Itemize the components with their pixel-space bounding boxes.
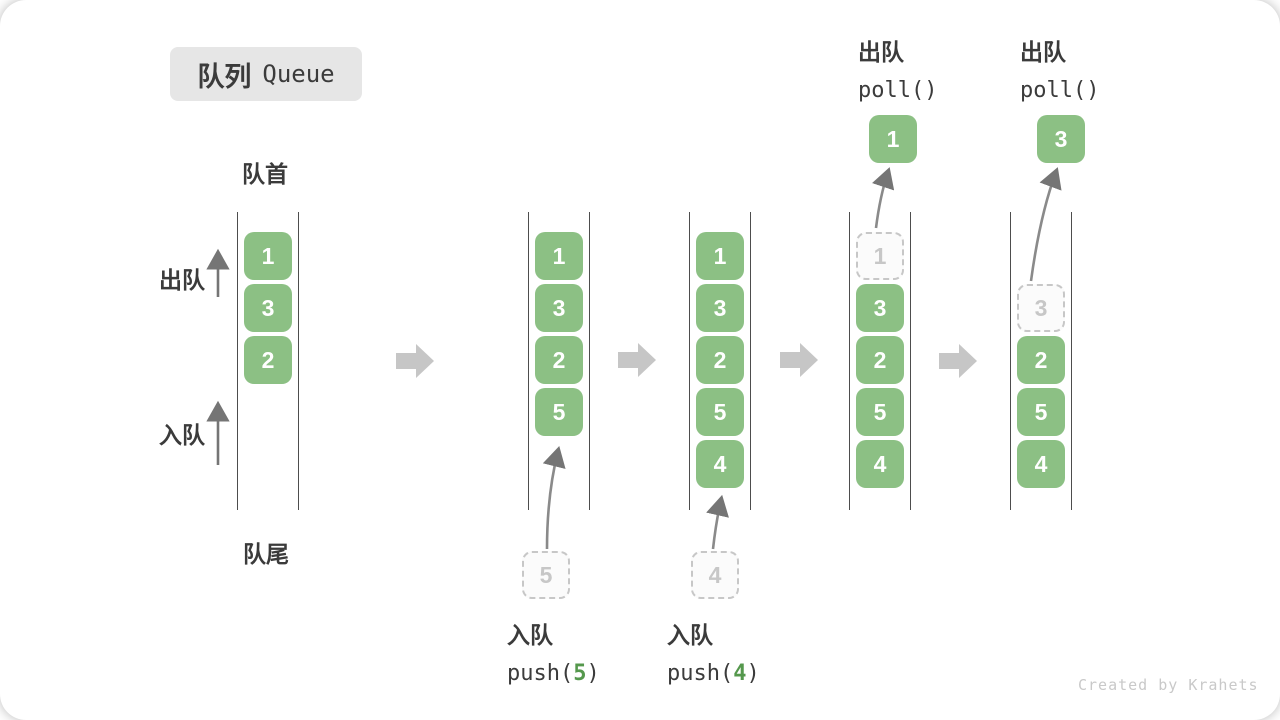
label-queue-rear: 队尾 (243, 541, 289, 567)
removed-cell-ghost: 3 (1017, 284, 1065, 332)
op-code-label: push(5) (507, 661, 600, 686)
queue-column-5: 3 2 5 4 (1010, 212, 1072, 510)
code-close: ) (746, 661, 760, 686)
dequeue-operation-label: 出队 poll() (858, 33, 937, 103)
dequeued-result-cell: 1 (869, 115, 917, 163)
queue-cell: 2 (535, 336, 583, 384)
pending-enqueue-cell: 5 (522, 551, 570, 599)
queue-cell: 4 (696, 440, 744, 488)
queue-cell: 2 (244, 336, 292, 384)
queue-cell: 4 (1017, 440, 1065, 488)
title-en: Queue (262, 60, 335, 88)
code-arg: 4 (733, 661, 747, 686)
op-action-label: 入队 (507, 622, 553, 648)
flow-arrow-icon (618, 343, 656, 377)
queue-cell: 5 (535, 388, 583, 436)
dequeue-operation-label: 出队 poll() (1020, 33, 1099, 103)
code-fn: push( (507, 661, 574, 686)
queue-cell: 2 (856, 336, 904, 384)
queue-cell: 2 (696, 336, 744, 384)
queue-column-3: 1 3 2 5 4 (689, 212, 751, 510)
flow-arrow-icon (780, 343, 818, 377)
queue-cell: 4 (856, 440, 904, 488)
queue-column-1: 1 3 2 (237, 212, 299, 510)
flow-arrow-icon (939, 344, 977, 378)
enqueue-operation-label: 入队 push(5) (507, 616, 600, 686)
queue-cell: 3 (696, 284, 744, 332)
queue-cell: 2 (1017, 336, 1065, 384)
label-side-dequeue: 出队 (159, 267, 205, 293)
title-zh: 队列 (197, 61, 252, 92)
op-action-label: 出队 (858, 39, 904, 65)
queue-cell: 1 (244, 232, 292, 280)
op-action-label: 出队 (1020, 39, 1066, 65)
title-badge: 队列 Queue (170, 47, 362, 101)
code-arg: 5 (573, 661, 587, 686)
credit-text: Created by Krahets (1078, 676, 1259, 694)
queue-cell: 3 (244, 284, 292, 332)
queue-cell: 5 (1017, 388, 1065, 436)
op-action-label: 入队 (667, 622, 713, 648)
enqueue-operation-label: 入队 push(4) (667, 616, 760, 686)
queue-cell: 5 (696, 388, 744, 436)
queue-cell: 3 (856, 284, 904, 332)
flow-arrow-icon (396, 344, 434, 378)
queue-cell: 1 (535, 232, 583, 280)
queue-cell: 1 (696, 232, 744, 280)
op-code-label: poll() (1020, 78, 1100, 103)
op-code-label: poll() (858, 78, 938, 103)
pending-enqueue-cell: 4 (691, 551, 739, 599)
queue-cell: 5 (856, 388, 904, 436)
queue-column-4: 1 3 2 5 4 (849, 212, 911, 510)
code-close: ) (586, 661, 600, 686)
queue-cell: 3 (535, 284, 583, 332)
code-fn: push( (667, 661, 734, 686)
queue-column-2: 1 3 2 5 (528, 212, 590, 510)
dequeued-result-cell: 3 (1037, 115, 1085, 163)
removed-cell-ghost: 1 (856, 232, 904, 280)
label-queue-front: 队首 (242, 161, 288, 187)
label-side-enqueue: 入队 (159, 422, 205, 448)
op-code-label: push(4) (667, 661, 760, 686)
